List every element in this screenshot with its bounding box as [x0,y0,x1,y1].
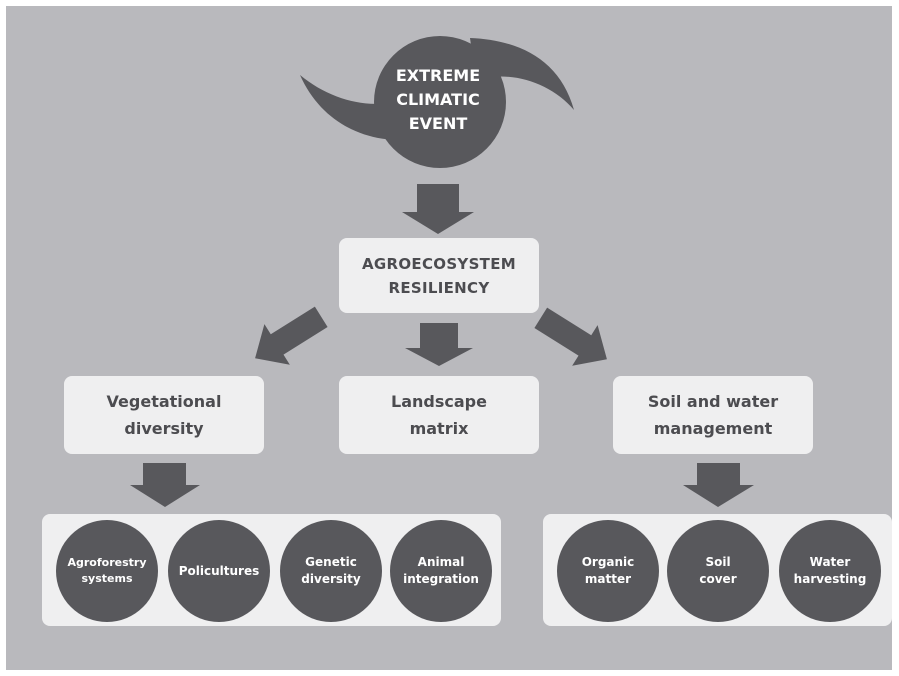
practice-animal-integration: Animal integration [390,520,492,622]
vegetational-diversity-box: Vegetational diversity [64,376,264,454]
resiliency-label: AGROECOSYSTEM RESILIENCY [361,254,516,297]
arrow-soil-water-to-practices [683,463,754,507]
practice-agroforestry-systems: Agroforestry systems [56,520,158,622]
arrow-to-soil-water [534,307,607,366]
arrow-event-to-resiliency [402,184,474,234]
practice-policultures: Policultures [168,520,270,622]
landscape-matrix-label: Landscape matrix [391,392,487,438]
soil-water-management-box: Soil and water management [613,376,813,454]
vegetational-diversity-label: Vegetational diversity [106,392,222,438]
arrow-to-landscape [405,323,473,366]
soil-water-management-label: Soil and water management [647,392,779,438]
resiliency-box: AGROECOSYSTEM RESILIENCY [339,238,539,313]
practice-organic-matter: Organic matter [557,520,659,622]
cyclone-icon [300,36,574,168]
arrow-to-vegetational [255,306,328,365]
arrow-vegetational-to-practices [130,463,200,507]
practice-genetic-diversity: Genetic diversity [280,520,382,622]
practice-soil-cover: Soil cover [667,520,769,622]
extreme-event-label: EXTREME CLIMATIC EVENT [395,66,481,133]
practice-water-harvesting: Water harvesting [779,520,881,622]
landscape-matrix-box: Landscape matrix [339,376,539,454]
